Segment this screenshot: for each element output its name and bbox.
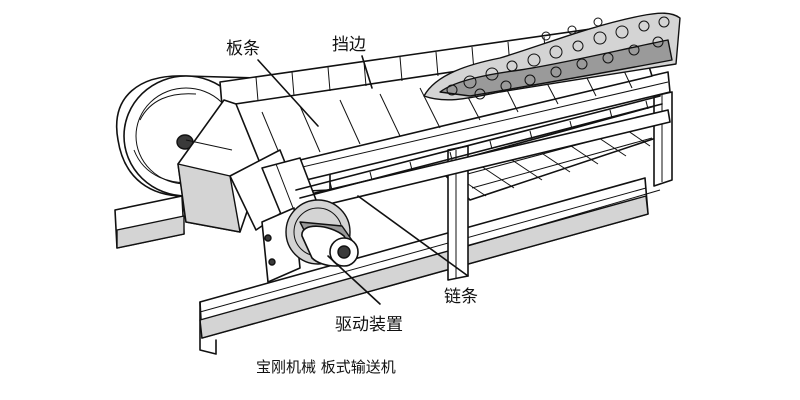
leader-plate	[257, 59, 319, 127]
leader-lines	[257, 55, 469, 305]
bulk-material	[423, 12, 681, 101]
caption: 宝刚机械 板式输送机	[256, 358, 396, 376]
label-drive: 驱动装置	[335, 315, 403, 335]
leader-baffle	[361, 55, 373, 89]
label-chain: 链条	[444, 287, 478, 307]
drive-unit	[261, 199, 359, 283]
leader-chain	[357, 195, 469, 277]
label-baffle: 挡边	[332, 35, 366, 55]
support-beam	[114, 177, 661, 355]
chain	[295, 95, 663, 199]
label-plate: 板条	[226, 39, 260, 59]
leader-drive	[327, 255, 381, 305]
